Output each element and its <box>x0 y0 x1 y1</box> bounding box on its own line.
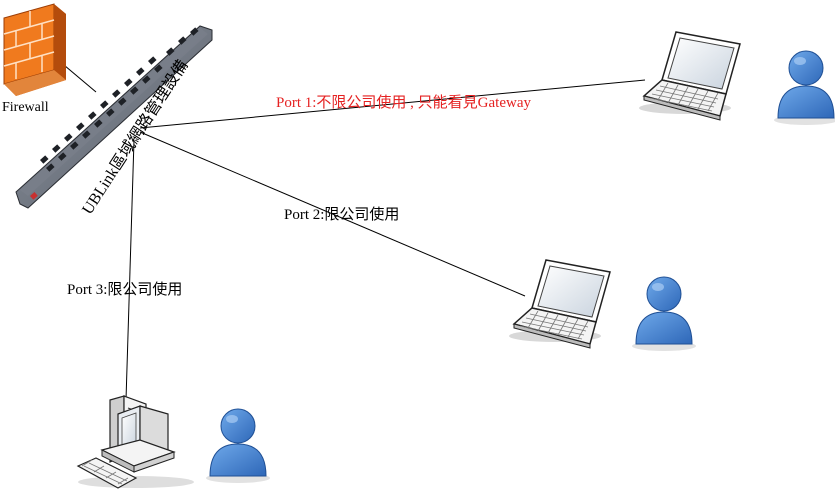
laptop-icon-port1 <box>638 31 741 121</box>
port1-label: Port 1:不限公司使用 , 只能看見Gateway <box>276 95 531 111</box>
port3-link <box>125 139 135 401</box>
desktop-computer-icon <box>76 395 194 489</box>
firewall-icon <box>3 3 66 96</box>
network-switch-icon <box>15 25 213 209</box>
user-icon-port2 <box>631 276 697 352</box>
laptop-icon-port2 <box>508 259 611 349</box>
port2-link <box>139 131 526 297</box>
port2-label: Port 2:限公司使用 <box>284 207 400 223</box>
user-icon-port1 <box>773 50 835 126</box>
port1-link <box>139 79 646 129</box>
user-icon-port3 <box>205 408 271 484</box>
port3-label: Port 3:限公司使用 <box>67 282 183 298</box>
firewall-label: Firewall <box>2 100 49 115</box>
